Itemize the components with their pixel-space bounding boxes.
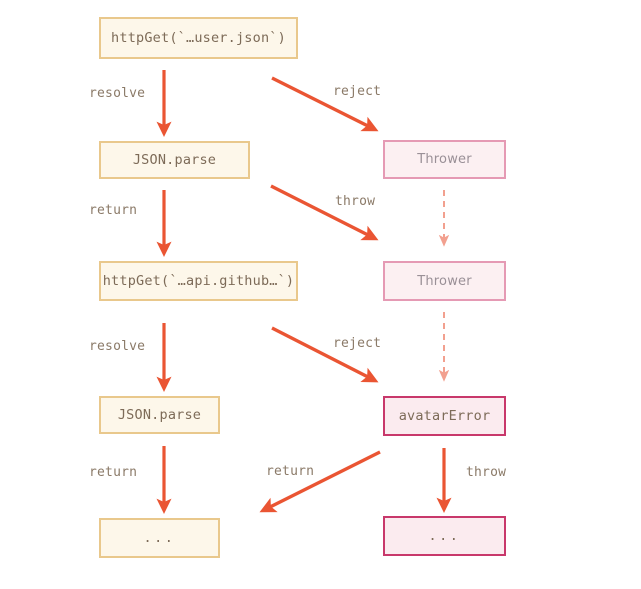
edge-label-return-3: return [266,464,314,479]
edge-label-return-2: return [89,465,137,480]
edge-label-text: resolve [89,339,146,354]
node-thrower-2[interactable]: Thrower [383,261,506,301]
edge-label-text: resolve [89,86,146,101]
edge-label-reject-2: reject [333,336,381,351]
edge-label-resolve-1: resolve [89,86,145,101]
node-http-get-user-json[interactable]: httpGet(`…user.json`) [99,17,298,59]
node-avatar-error[interactable]: avatarError [383,396,506,436]
edge-throw-1 [270,184,379,241]
node-label: ... [143,530,176,546]
edge-label-text: return [89,465,138,480]
edge-label-text: reject [333,336,382,351]
edge-label-return-1: return [89,203,137,218]
node-label: httpGet(`…api.github…`) [102,273,295,289]
edge-label-throw-2: throw [466,465,506,480]
node-thrower-1[interactable]: Thrower [383,140,506,179]
edge-label-text: throw [335,194,376,209]
node-json-parse-1[interactable]: JSON.parse [99,141,250,179]
edge-label-throw-1: throw [335,194,375,209]
edge-label-text: reject [333,84,382,99]
node-right-ellipsis[interactable]: ... [383,516,506,556]
node-label: ... [428,528,461,544]
edge-label-reject-1: reject [333,84,381,99]
edge-reject-2 [271,326,379,383]
node-json-parse-2[interactable]: JSON.parse [99,396,220,434]
edge-label-text: return [266,464,315,479]
edge-label-resolve-2: resolve [89,339,145,354]
node-label: Thrower [417,152,472,167]
node-label: JSON.parse [132,152,217,168]
node-label: JSON.parse [117,407,202,423]
node-label: avatarError [398,408,491,424]
edge-label-text: return [89,203,138,218]
edge-return-3 [259,450,381,513]
node-left-ellipsis[interactable]: ... [99,518,220,558]
edge-reject-1 [271,76,379,132]
node-http-get-api-github[interactable]: httpGet(`…api.github…`) [99,261,298,301]
node-label: httpGet(`…user.json`) [111,30,286,46]
edge-label-text: throw [466,465,507,480]
node-label: Thrower [417,273,472,289]
